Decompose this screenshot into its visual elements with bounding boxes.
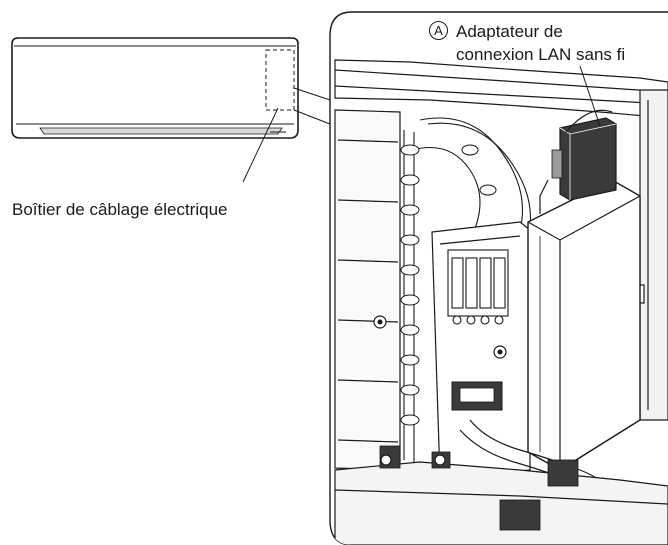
zoom-line-bottom [293,109,331,125]
wiring-box-leader [242,107,279,183]
indoor-unit-illustration [11,37,299,139]
zoom-line-top [293,87,331,101]
adapter-label-line1: Adaptateur de [456,22,563,41]
adapter-leader [579,65,601,127]
callout-a-marker: A [429,21,448,40]
wiring-box-label: Boîtier de câblage électrique [12,200,228,219]
detail-drawing [334,59,668,545]
adapter-label-line2: connexion LAN sans fi [456,45,626,64]
wiring-box-marker [265,49,295,111]
